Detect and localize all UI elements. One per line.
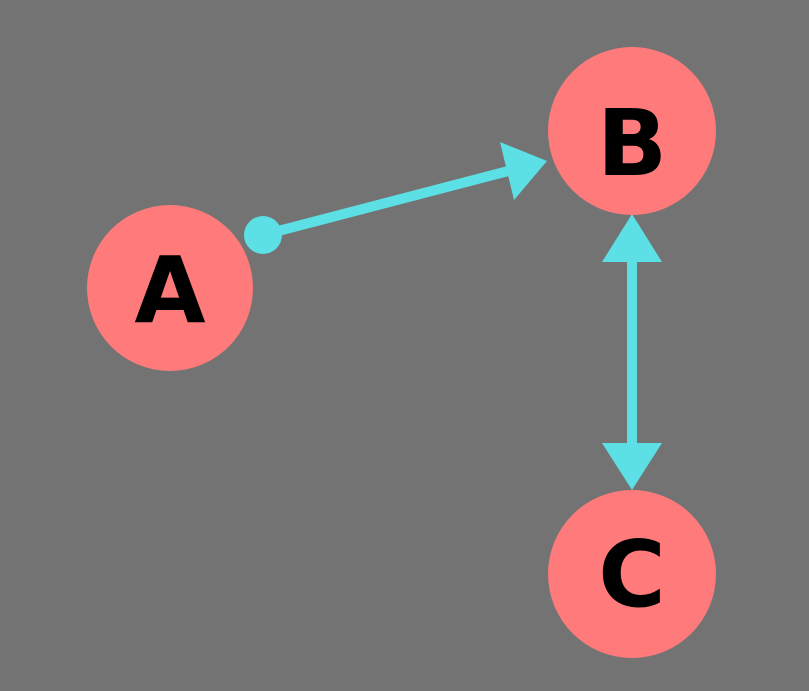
- edge-a-to-b: [244, 142, 547, 254]
- node-c-circle: [548, 490, 716, 658]
- node-a-circle: [87, 205, 253, 371]
- node-a: A: [87, 205, 253, 371]
- edge-a-b-line: [258, 165, 517, 240]
- edge-a-b-arrowhead: [500, 142, 547, 200]
- edge-b-to-c: [602, 214, 662, 490]
- node-b-circle: [548, 47, 716, 215]
- node-c-label: C: [598, 521, 666, 628]
- edge-b-c-arrowhead-bottom: [602, 443, 662, 490]
- node-b: B: [548, 47, 716, 215]
- node-c: C: [548, 490, 716, 658]
- edge-b-c-arrowhead-top: [602, 214, 662, 262]
- node-a-label: A: [134, 237, 205, 344]
- edge-a-b-start-dot: [244, 216, 282, 254]
- node-b-label: B: [597, 90, 667, 197]
